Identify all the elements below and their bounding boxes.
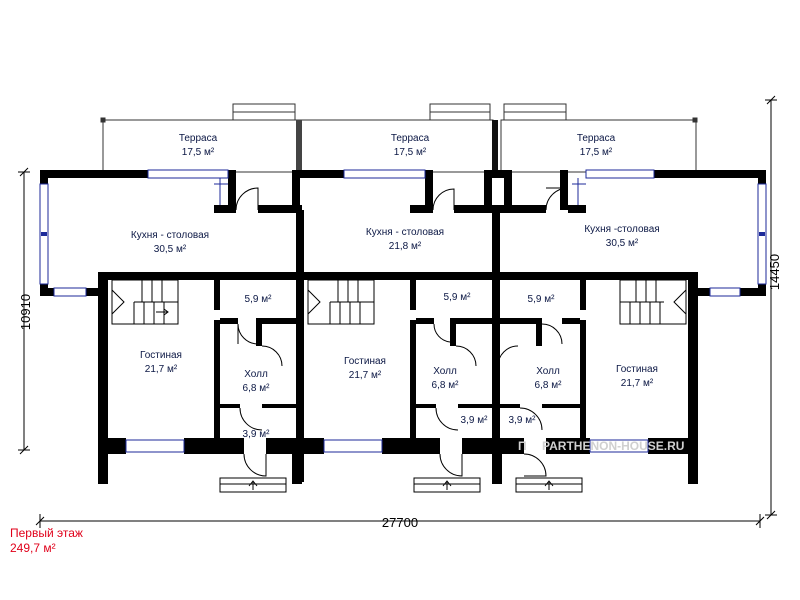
hall-right-area: 6,8 м² bbox=[535, 380, 563, 391]
wc-right-area: 5,9 м² bbox=[528, 294, 556, 305]
dimension-depth-left: 10910 bbox=[18, 294, 33, 330]
wc-mid-area: 5,9 м² bbox=[444, 292, 472, 303]
kitchen-left-name: Кухня - столовая bbox=[131, 230, 209, 241]
entry-steps bbox=[219, 477, 583, 493]
hall-mid-name: Холл bbox=[433, 366, 457, 377]
terrace-mid-name: Терраса bbox=[391, 133, 430, 144]
vestibule-left-area: 3,9 м² bbox=[243, 429, 271, 440]
kitchen-mid-area: 21,8 м² bbox=[389, 241, 422, 252]
doors bbox=[235, 187, 569, 477]
terrace-right-name: Терраса bbox=[577, 133, 616, 144]
living-mid-name: Гостиная bbox=[344, 356, 386, 367]
terrace-left-area: 17,5 м² bbox=[182, 147, 215, 158]
living-right-name: Гостиная bbox=[616, 364, 658, 375]
windows bbox=[39, 169, 767, 453]
living-left-area: 21,7 м² bbox=[145, 364, 178, 375]
kitchen-left-area: 30,5 м² bbox=[154, 244, 187, 255]
hall-right-name: Холл bbox=[536, 366, 560, 377]
hall-left-name: Холл bbox=[244, 369, 268, 380]
living-left-name: Гостиная bbox=[140, 350, 182, 361]
floor-area: 249,7 м² bbox=[10, 541, 56, 555]
kitchen-right-name: Кухня -столовая bbox=[584, 224, 659, 235]
terrace-left-name: Терраса bbox=[179, 133, 218, 144]
watermark-logo: П PARTHENON-HOUSE.RU bbox=[518, 439, 684, 453]
vestibule-right-area: 3,9 м² bbox=[509, 415, 537, 426]
svg-text:П: П bbox=[518, 439, 527, 453]
dimension-lines bbox=[18, 95, 777, 528]
stairs bbox=[111, 279, 687, 325]
terrace-right-area: 17,5 м² bbox=[580, 147, 613, 158]
kitchen-right-area: 30,5 м² bbox=[606, 238, 639, 249]
dimension-total-width: 27700 bbox=[382, 515, 418, 530]
vestibule-mid-area: 3,9 м² bbox=[461, 415, 489, 426]
floor-caption: Первый этаж 249,7 м² bbox=[10, 526, 83, 556]
kitchen-mid-name: Кухня - столовая bbox=[366, 227, 444, 238]
floor-name: Первый этаж bbox=[10, 526, 83, 540]
watermark-text: PARTHENON-HOUSE.RU bbox=[542, 439, 684, 453]
living-mid-area: 21,7 м² bbox=[349, 370, 382, 381]
wc-left-area: 5,9 м² bbox=[245, 294, 273, 305]
walls bbox=[40, 170, 766, 484]
living-right-area: 21,7 м² bbox=[621, 378, 654, 389]
dimension-depth-right: 14450 bbox=[767, 254, 782, 290]
hall-mid-area: 6,8 м² bbox=[432, 380, 460, 391]
terrace-mid-area: 17,5 м² bbox=[394, 147, 427, 158]
hall-left-area: 6,8 м² bbox=[243, 383, 271, 394]
